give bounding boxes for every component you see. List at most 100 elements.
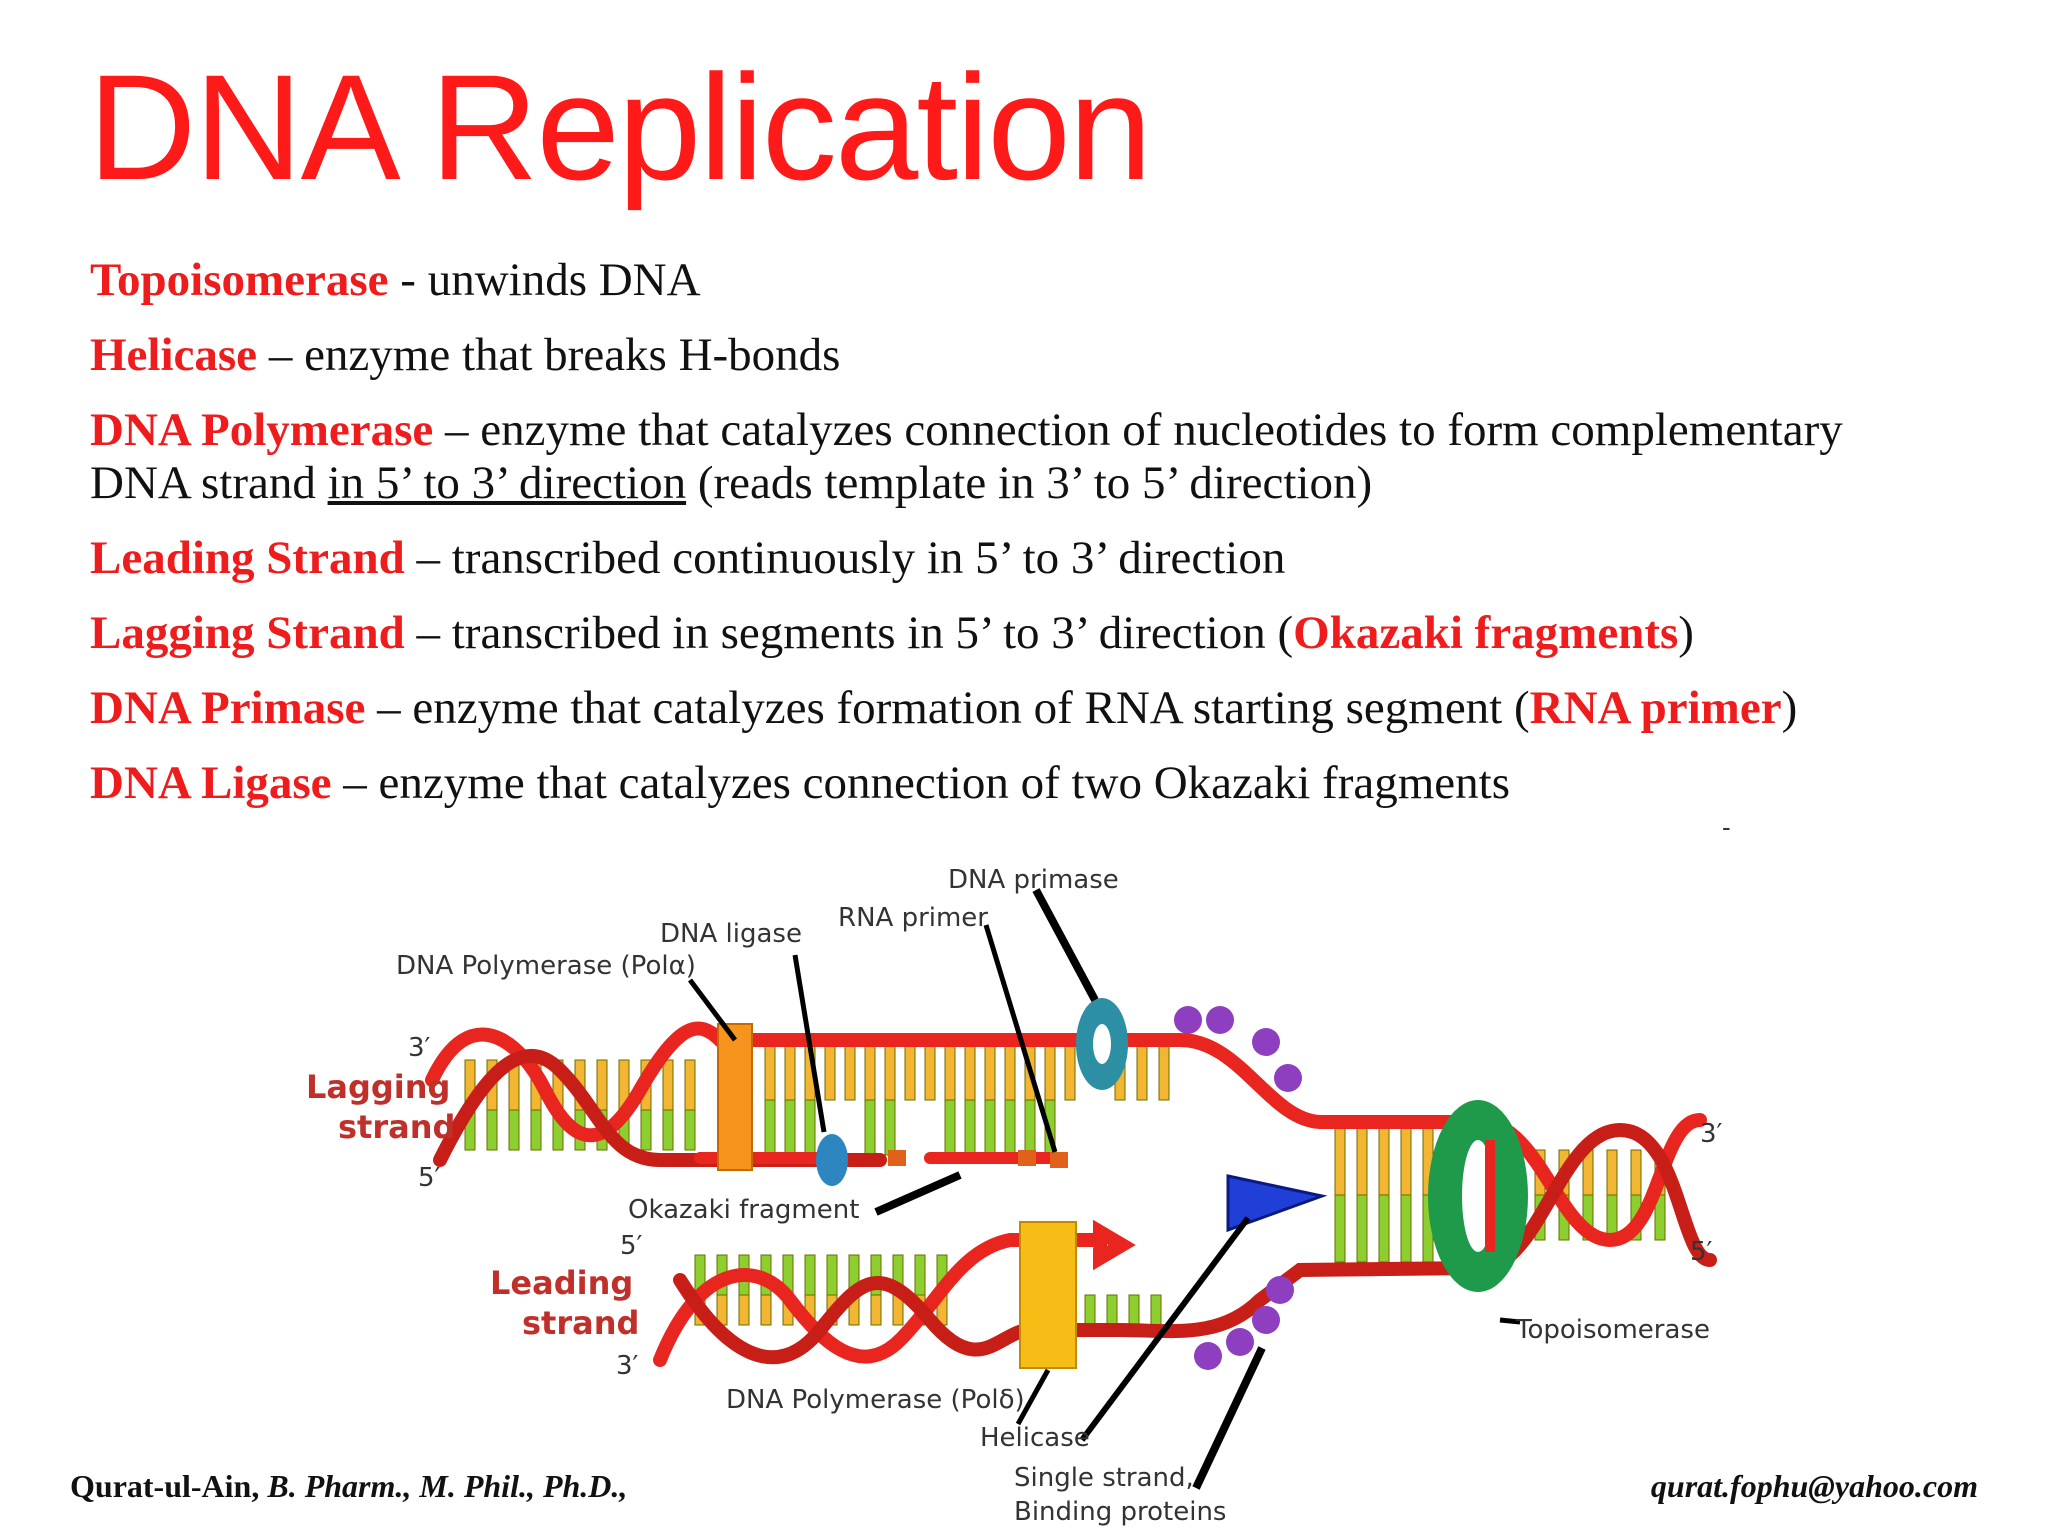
base-pair <box>1004 1044 1016 1101</box>
base-pair <box>530 1109 542 1151</box>
dna-polymerase-alpha <box>717 1023 753 1171</box>
base-pair <box>640 1109 652 1151</box>
term-leading-strand: Leading Strand <box>90 532 405 584</box>
label-dna-ligase: DNA ligase <box>660 919 802 949</box>
base-pair <box>864 1044 876 1101</box>
label-ssb-line1: Single strand, <box>1014 1463 1194 1493</box>
base-pair <box>944 1044 956 1101</box>
ssb-proteins <box>1174 1006 1302 1370</box>
base-pair <box>904 1044 916 1101</box>
rna-primer-2 <box>1018 1150 1036 1166</box>
label-leading-strand-1: Leading <box>490 1264 633 1302</box>
pointer-helicase <box>1079 1216 1251 1442</box>
definition-underlined: in 5’ to 3’ direction <box>327 457 687 509</box>
base-pair <box>760 1294 772 1326</box>
label-leading-strand-2: strand <box>522 1304 639 1342</box>
parental-helix-top <box>1473 1113 1707 1248</box>
author-name: Qurat-ul-Ain, <box>70 1468 260 1504</box>
ssb-protein <box>1226 1328 1254 1356</box>
definition-topoisomerase: Topoisomerase - unwinds DNA <box>90 254 2040 307</box>
base-pair <box>784 1099 796 1156</box>
definition-text: – enzyme that catalyzes formation of RNA… <box>365 682 1530 734</box>
label-lagging-5prime: 5′ <box>418 1163 441 1193</box>
base-pair <box>684 1109 696 1151</box>
label-ssb-line2: Binding proteins <box>1014 1497 1226 1527</box>
base-pair <box>1150 1294 1162 1326</box>
label-okazaki-fragment: Okazaki fragment <box>628 1195 859 1225</box>
label-pol-alpha: DNA Polymerase (Polα) <box>396 951 696 981</box>
base-pair <box>826 1254 838 1296</box>
label-rna-primer: RNA primer <box>838 903 988 933</box>
definition-text-line2-end: (reads template in 3’ to 5’ direction) <box>686 457 1373 509</box>
base-pair <box>1128 1294 1140 1326</box>
rna-primer-3 <box>1050 1152 1068 1168</box>
base-pair <box>662 1059 674 1111</box>
ssb-protein <box>1194 1342 1222 1370</box>
term-rna-primer: RNA primer <box>1529 682 1782 734</box>
base-pair <box>738 1294 750 1326</box>
ssb-protein <box>1266 1276 1294 1304</box>
ssb-protein <box>1274 1064 1302 1092</box>
base-pair <box>914 1254 926 1296</box>
definition-dna-polymerase: DNA Polymerase – enzyme that catalyzes c… <box>90 404 2040 510</box>
pointer-ssb <box>1192 1346 1266 1490</box>
definition-leading-strand: Leading Strand – transcribed continuousl… <box>90 532 2040 585</box>
base-pair <box>804 1099 816 1156</box>
dna-primase-hole <box>1093 1024 1111 1064</box>
base-pair <box>804 1254 816 1296</box>
base-pair <box>1630 1149 1642 1196</box>
label-lagging-strand-2: strand <box>338 1108 455 1146</box>
base-pair <box>964 1044 976 1101</box>
base-pair <box>1334 1194 1346 1263</box>
base-pair <box>1024 1099 1036 1156</box>
label-lagging-strand-1: Lagging <box>306 1068 450 1106</box>
base-pair <box>870 1294 882 1326</box>
definition-text: – transcribed continuously in 5’ to 3’ d… <box>404 532 1286 584</box>
base-pair <box>1606 1149 1618 1196</box>
base-pair <box>884 1044 896 1101</box>
label-lagging-3prime: 3′ <box>408 1033 431 1063</box>
base-pair <box>924 1044 936 1101</box>
base-pair <box>1378 1194 1390 1263</box>
label-right-5prime: 5′ <box>1690 1237 1713 1267</box>
base-pair <box>596 1059 608 1111</box>
base-pair <box>1356 1194 1368 1263</box>
footer-author: Qurat-ul-Ain, B. Pharm., M. Phil., Ph.D.… <box>70 1468 627 1505</box>
rna-primer-1 <box>888 1150 906 1166</box>
label-dna-primase: DNA primase <box>948 865 1119 895</box>
base-pair <box>1106 1294 1118 1326</box>
definition-text: – enzyme that catalyzes connection of tw… <box>331 757 1510 809</box>
pointer-ligase <box>792 954 827 1133</box>
pointer-topoisomerase <box>1499 1317 1521 1325</box>
label-right-3prime: 3′ <box>1700 1119 1723 1149</box>
term-topoisomerase: Topoisomerase <box>90 254 389 306</box>
lagging-top-backbone <box>425 1021 1487 1143</box>
definition-text-end: ) <box>1678 607 1694 659</box>
pointer-pol-delta <box>1015 1368 1051 1426</box>
ssb-protein <box>1252 1306 1280 1334</box>
base-pair <box>662 1109 674 1151</box>
definitions-list: Topoisomerase - unwinds DNA Helicase – e… <box>90 254 2040 832</box>
base-pair <box>984 1044 996 1101</box>
base-pair <box>1378 1127 1390 1196</box>
base-pair <box>884 1099 896 1156</box>
base-pair <box>1064 1044 1076 1101</box>
base-pair <box>844 1044 856 1101</box>
term-helicase: Helicase <box>90 329 258 381</box>
base-pair <box>1084 1294 1096 1326</box>
base-pair <box>984 1099 996 1156</box>
label-leading-3prime: 3′ <box>616 1351 639 1381</box>
base-pair <box>508 1109 520 1151</box>
definition-helicase: Helicase – enzyme that breaks H-bonds <box>90 329 2040 382</box>
base-pair <box>1158 1044 1170 1101</box>
pointer-lines <box>688 888 1521 1490</box>
base-pair <box>784 1044 796 1101</box>
term-dna-polymerase: DNA Polymerase <box>90 404 434 456</box>
label-pol-delta: DNA Polymerase (Polδ) <box>726 1385 1025 1415</box>
helicase <box>1226 1174 1328 1233</box>
ssb-protein <box>1252 1028 1280 1056</box>
definition-text: - unwinds DNA <box>388 254 701 306</box>
footer-email: qurat.fophu@yahoo.com <box>1650 1468 1978 1504</box>
term-dna-primase: DNA Primase <box>90 682 366 734</box>
term-dna-ligase: DNA Ligase <box>90 757 332 809</box>
